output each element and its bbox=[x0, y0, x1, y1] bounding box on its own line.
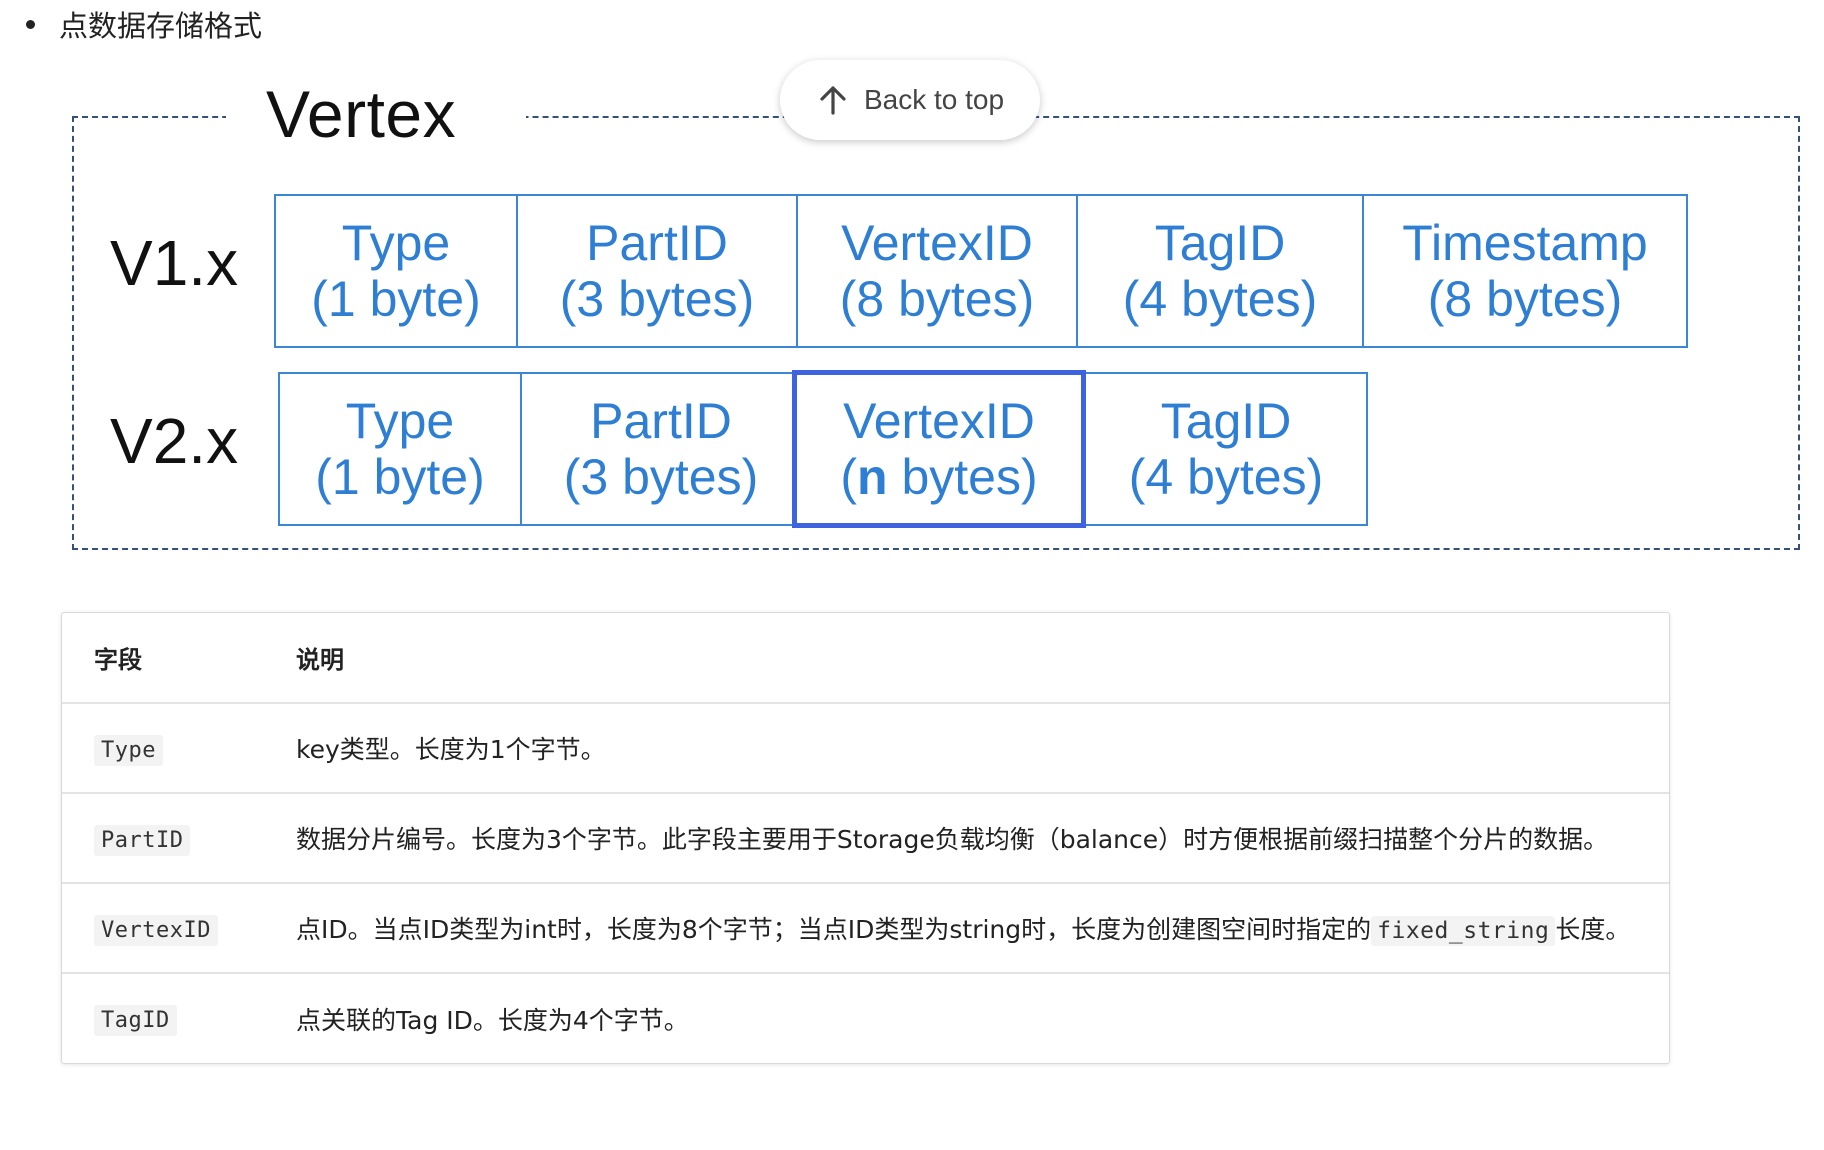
bullet-heading: 点数据存储格式 bbox=[22, 2, 262, 46]
cell-size: (1 byte) bbox=[315, 449, 485, 505]
cell-name: Timestamp bbox=[1402, 215, 1648, 271]
cell-size: (8 bytes) bbox=[1427, 271, 1623, 327]
description-cell: 数据分片编号。长度为3个字节。此字段主要用于Storage负载均衡（balanc… bbox=[296, 792, 1669, 883]
v1-cell-partid: PartID (3 bytes) bbox=[516, 194, 798, 348]
cell-size: (3 bytes) bbox=[563, 449, 759, 505]
section-heading: 点数据存储格式 bbox=[59, 9, 263, 43]
description-cell: key类型。长度为1个字节。 bbox=[296, 702, 1669, 793]
v1-cell-vertexid: VertexID (8 bytes) bbox=[796, 194, 1078, 348]
v2-cell-vertexid-highlighted: VertexID (n bytes) bbox=[792, 370, 1086, 528]
description-text: 点ID。当点ID类型为int时，长度为8个字节；当点ID类型为string时，长… bbox=[296, 915, 1372, 944]
cell-name: TagID bbox=[1160, 393, 1292, 449]
cell-size: (3 bytes) bbox=[559, 271, 755, 327]
cell-size: (4 bytes) bbox=[1128, 449, 1324, 505]
description-cell: 点ID。当点ID类型为int时，长度为8个字节；当点ID类型为string时，长… bbox=[296, 882, 1669, 973]
field-cell: PartID bbox=[62, 792, 296, 883]
back-to-top-button[interactable]: Back to top bbox=[780, 60, 1040, 140]
table-row: Type key类型。长度为1个字节。 bbox=[62, 702, 1669, 793]
field-code: VertexID bbox=[94, 914, 218, 946]
v1-cell-timestamp: Timestamp (8 bytes) bbox=[1362, 194, 1688, 348]
cell-size-n: n bbox=[857, 449, 888, 505]
diagram-title: Vertex bbox=[266, 77, 457, 151]
field-code: Type bbox=[94, 734, 163, 766]
field-cell: Type bbox=[62, 702, 296, 793]
field-cell: VertexID bbox=[62, 882, 296, 973]
cell-name: VertexID bbox=[841, 215, 1033, 271]
field-table: 字段 说明 Type key类型。长度为1个字节。 PartID 数据分片编号。… bbox=[61, 612, 1670, 1064]
field-cell: TagID bbox=[62, 972, 296, 1063]
table-header-row: 字段 说明 bbox=[62, 613, 1669, 703]
header-description: 说明 bbox=[296, 646, 344, 674]
cell-size: (1 byte) bbox=[311, 271, 481, 327]
row-label-v2: V2.x bbox=[110, 405, 239, 477]
cell-size: (4 bytes) bbox=[1122, 271, 1318, 327]
cell-size-open: ( bbox=[840, 449, 858, 505]
cell-size-rest: bytes) bbox=[887, 449, 1038, 505]
arrow-up-icon bbox=[820, 86, 846, 115]
table-row: VertexID 点ID。当点ID类型为int时，长度为8个字节；当点ID类型为… bbox=[62, 882, 1669, 973]
cell-name: Type bbox=[345, 393, 455, 449]
field-code: PartID bbox=[94, 824, 191, 856]
v1-cell-tagid: TagID (4 bytes) bbox=[1076, 194, 1364, 348]
description-cell: 点关联的Tag ID。长度为4个字节。 bbox=[296, 972, 1669, 1063]
field-code: TagID bbox=[94, 1005, 177, 1036]
cell-name: PartID bbox=[590, 393, 732, 449]
table-row: PartID 数据分片编号。长度为3个字节。此字段主要用于Storage负载均衡… bbox=[62, 792, 1669, 883]
v2-cell-partid: PartID (3 bytes) bbox=[520, 372, 802, 526]
v2-cell-tagid: TagID (4 bytes) bbox=[1084, 372, 1368, 526]
cell-name: TagID bbox=[1154, 215, 1286, 271]
vertex-format-diagram: Vertex V1.x Type (1 byte) PartID (3 byte… bbox=[0, 0, 1824, 560]
cell-size: (8 bytes) bbox=[839, 271, 1035, 327]
cell-name: Type bbox=[341, 215, 451, 271]
cell-name: PartID bbox=[586, 215, 728, 271]
frame-title-gap bbox=[226, 112, 526, 120]
cell-size: (n bytes) bbox=[840, 449, 1037, 505]
row-label-v1: V1.x bbox=[110, 227, 239, 299]
bullet-icon bbox=[26, 19, 35, 29]
table-row: TagID 点关联的Tag ID。长度为4个字节。 bbox=[62, 972, 1669, 1063]
back-to-top-label: Back to top bbox=[863, 84, 1005, 115]
header-field: 字段 bbox=[94, 646, 142, 674]
cell-name: VertexID bbox=[843, 393, 1035, 449]
description-text: 长度。 bbox=[1555, 915, 1631, 944]
inline-code: fixed_string bbox=[1371, 916, 1556, 946]
v2-cell-type: Type (1 byte) bbox=[278, 372, 522, 526]
v1-cell-type: Type (1 byte) bbox=[274, 194, 518, 348]
